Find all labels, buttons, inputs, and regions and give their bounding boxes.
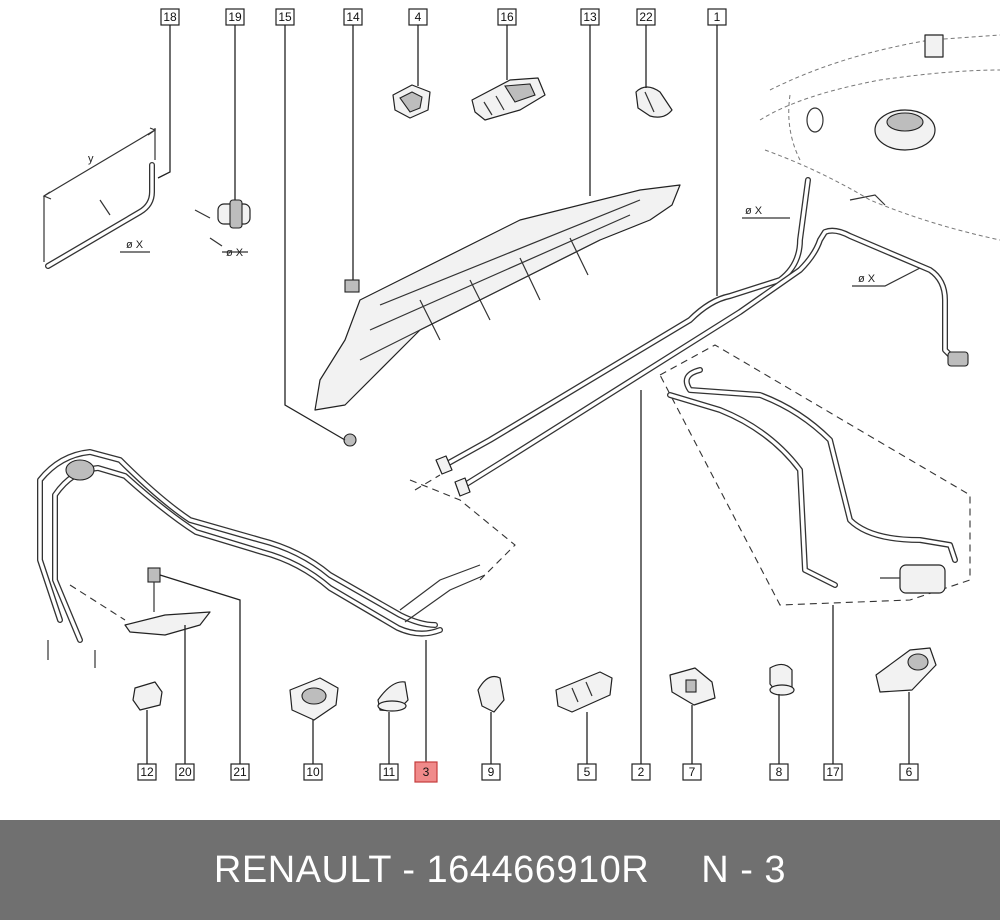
callout-12: 12 [137,763,157,781]
dimension-diameter-pipe-right: ø X [858,273,876,285]
callout-5: 5 [577,763,597,781]
svg-text:4: 4 [415,10,422,24]
exploded-parts-diagram: y ø X ø X [37,8,1000,783]
dimension-diameter-pipe1: ø X [745,205,763,217]
svg-text:10: 10 [306,765,320,779]
diagram-position: N - 3 [701,848,787,891]
part-3-pipe-assembly [37,449,486,668]
part-8-clip [769,663,795,696]
svg-text:5: 5 [584,765,591,779]
svg-text:20: 20 [178,765,192,779]
part-19-grommet [194,199,251,253]
part-16-clip [471,77,546,121]
part-1-pipe [435,177,811,475]
fuel-tank-outline [759,34,1000,241]
part-number-footer: RENAULT - 164466910R N - 3 [0,820,1000,920]
callout-9: 9 [481,763,501,781]
svg-text:12: 12 [140,765,154,779]
part-13-underbody-guard [314,184,681,447]
callout-14: 14 [343,8,363,26]
part-14-clip [344,279,360,293]
callout-22: 22 [636,8,656,26]
callout-11: 11 [379,763,399,781]
svg-text:19: 19 [228,10,242,24]
part-11-clip [377,681,409,712]
dimension-diameter-part19: ø X [226,247,244,259]
svg-text:14: 14 [346,10,360,24]
callout-21: 21 [230,763,250,781]
callout-6: 6 [899,763,919,781]
svg-text:16: 16 [500,10,514,24]
callout-18: 18 [160,8,180,26]
part-4-clip [392,84,431,119]
callout-17: 17 [823,763,843,781]
svg-text:21: 21 [233,765,247,779]
callout-1: 1 [707,8,727,26]
svg-text:11: 11 [383,765,396,779]
part-21-bolt [147,567,161,612]
part-5-clip [555,671,613,713]
svg-text:2: 2 [638,765,645,779]
svg-text:18: 18 [163,10,177,24]
brand-part-number: RENAULT - 164466910R [213,848,650,891]
dimension-diameter-pipe18: ø X [126,239,144,251]
svg-text:22: 22 [639,10,653,24]
callout-20: 20 [175,763,195,781]
part-6-clip [875,647,937,693]
part-20-bracket [124,611,211,636]
callout-4: 4 [408,8,428,26]
callout-19: 19 [225,8,245,26]
part-12-clip [132,681,163,711]
svg-text:15: 15 [278,10,292,24]
svg-text:8: 8 [776,765,783,779]
svg-text:9: 9 [488,765,495,779]
dimension-length-label: y [88,153,94,165]
callout-15: 15 [275,8,295,26]
leader-lines [146,25,910,764]
callout-13: 13 [580,8,600,26]
part-18-pipe [42,127,157,269]
svg-text:1: 1 [714,10,721,24]
svg-text:13: 13 [583,10,597,24]
part-17-pipe-assembly [667,367,958,594]
callout-2: 2 [631,763,651,781]
part-22-clip [635,86,673,118]
callout-3-highlighted: 3 [414,761,438,783]
svg-text:17: 17 [826,765,840,779]
callout-10: 10 [303,763,323,781]
svg-text:6: 6 [906,765,913,779]
part-9-clip [477,675,505,713]
callout-7: 7 [682,763,702,781]
part-10-clip [289,677,339,721]
svg-text:7: 7 [689,765,696,779]
callout-16: 16 [497,8,517,26]
svg-text:3: 3 [423,765,430,779]
part-7-clip [669,667,716,706]
callout-8: 8 [769,763,789,781]
part-2-pipe [454,227,969,497]
